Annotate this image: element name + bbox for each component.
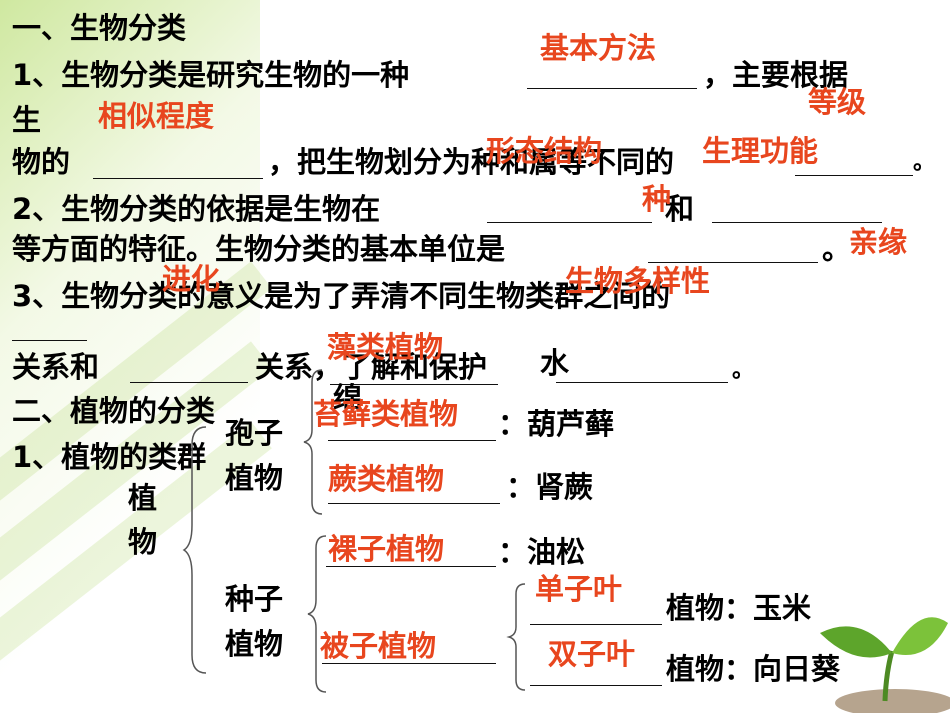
blank [130, 382, 248, 383]
line5-text: 等方面的特征。生物分类的基本单位是 [12, 232, 506, 266]
blank [328, 440, 496, 441]
line5-end: 。 [822, 232, 852, 266]
blank [648, 262, 818, 263]
dicot-example: 植物：向日葵 [666, 652, 841, 686]
answer-evolution: 进化 [162, 262, 221, 296]
blank [527, 88, 697, 89]
answer-kinship: 亲缘 [849, 225, 908, 259]
plant-label-2: 物 [128, 525, 158, 559]
blank [93, 178, 263, 179]
blank [12, 340, 87, 341]
answer-fern: 蕨类植物 [328, 462, 445, 496]
answer-species: 种 [642, 182, 672, 216]
background-gradient [0, 0, 260, 713]
angio-brace [506, 583, 526, 691]
blank [556, 382, 728, 383]
answer-biodiversity: 生物多样性 [565, 264, 711, 298]
line3-start: 物的 [12, 145, 71, 179]
spore-brace [303, 369, 323, 515]
blank [487, 222, 652, 223]
blank [330, 384, 498, 385]
line3-end: 。 [913, 150, 936, 175]
line6-text: 3、生物分类的意义是为了弄清不同生物类群之间的 [12, 279, 671, 313]
blank [712, 222, 882, 223]
main-brace [182, 426, 207, 674]
answer-basic-method: 基本方法 [540, 31, 657, 65]
seed-label-1: 种子 [225, 582, 284, 616]
moss-example: ：葫芦藓 [498, 407, 615, 441]
spore-label-2: 植物 [225, 461, 284, 495]
answer-similarity: 相似程度 [98, 99, 215, 133]
seed-label-2: 植物 [225, 627, 284, 661]
line3-mid: ，把生物划分为种和属等不同的 [268, 145, 675, 179]
blank [795, 175, 913, 176]
blank [326, 566, 496, 567]
answer-rank: 等级 [808, 85, 867, 119]
blank [322, 663, 496, 664]
line4-text: 2、生物分类的依据是生物在 [12, 192, 381, 226]
answer-dicot: 双子叶 [548, 637, 636, 671]
answer-morphology: 形态结构 [486, 134, 603, 168]
answer-angiosperm: 被子植物 [320, 629, 437, 663]
seed-brace [307, 535, 327, 693]
answer-monocot: 单子叶 [535, 572, 623, 606]
line7-start: 关系和 [12, 350, 100, 384]
section2-sub: 1、植物的类群 [12, 440, 207, 474]
blank [530, 624, 662, 625]
section2-heading: 二、植物的分类 [12, 394, 216, 428]
section1-heading: 一、生物分类 [12, 11, 187, 45]
spore-label-1: 孢子 [225, 416, 284, 450]
algae-example-2: 绵 [333, 381, 363, 415]
algae-example-1: 水 [540, 346, 570, 380]
seedling-decoration [820, 617, 950, 713]
line4-and: 和 [665, 192, 695, 226]
line2-text: 生 [12, 103, 42, 137]
answer-gymnosperm: 裸子植物 [328, 532, 445, 566]
fern-example: ：肾蕨 [506, 470, 594, 504]
answer-moss: 苔藓类植物 [313, 397, 459, 431]
line1-end: ，主要根据 [703, 58, 849, 92]
line7-end: 。 [732, 358, 755, 383]
gymno-example: ：油松 [498, 535, 586, 569]
blank [328, 503, 500, 504]
answer-physiology: 生理功能 [702, 134, 819, 168]
line7-mid: 关系，了解和保护 [255, 350, 488, 384]
line1-text: 1、生物分类是研究生物的一种 [12, 58, 410, 92]
plant-label-1: 植 [128, 481, 158, 515]
blank [530, 685, 662, 686]
monocot-example: 植物：玉米 [666, 591, 812, 625]
answer-algae: 藻类植物 [327, 330, 444, 364]
